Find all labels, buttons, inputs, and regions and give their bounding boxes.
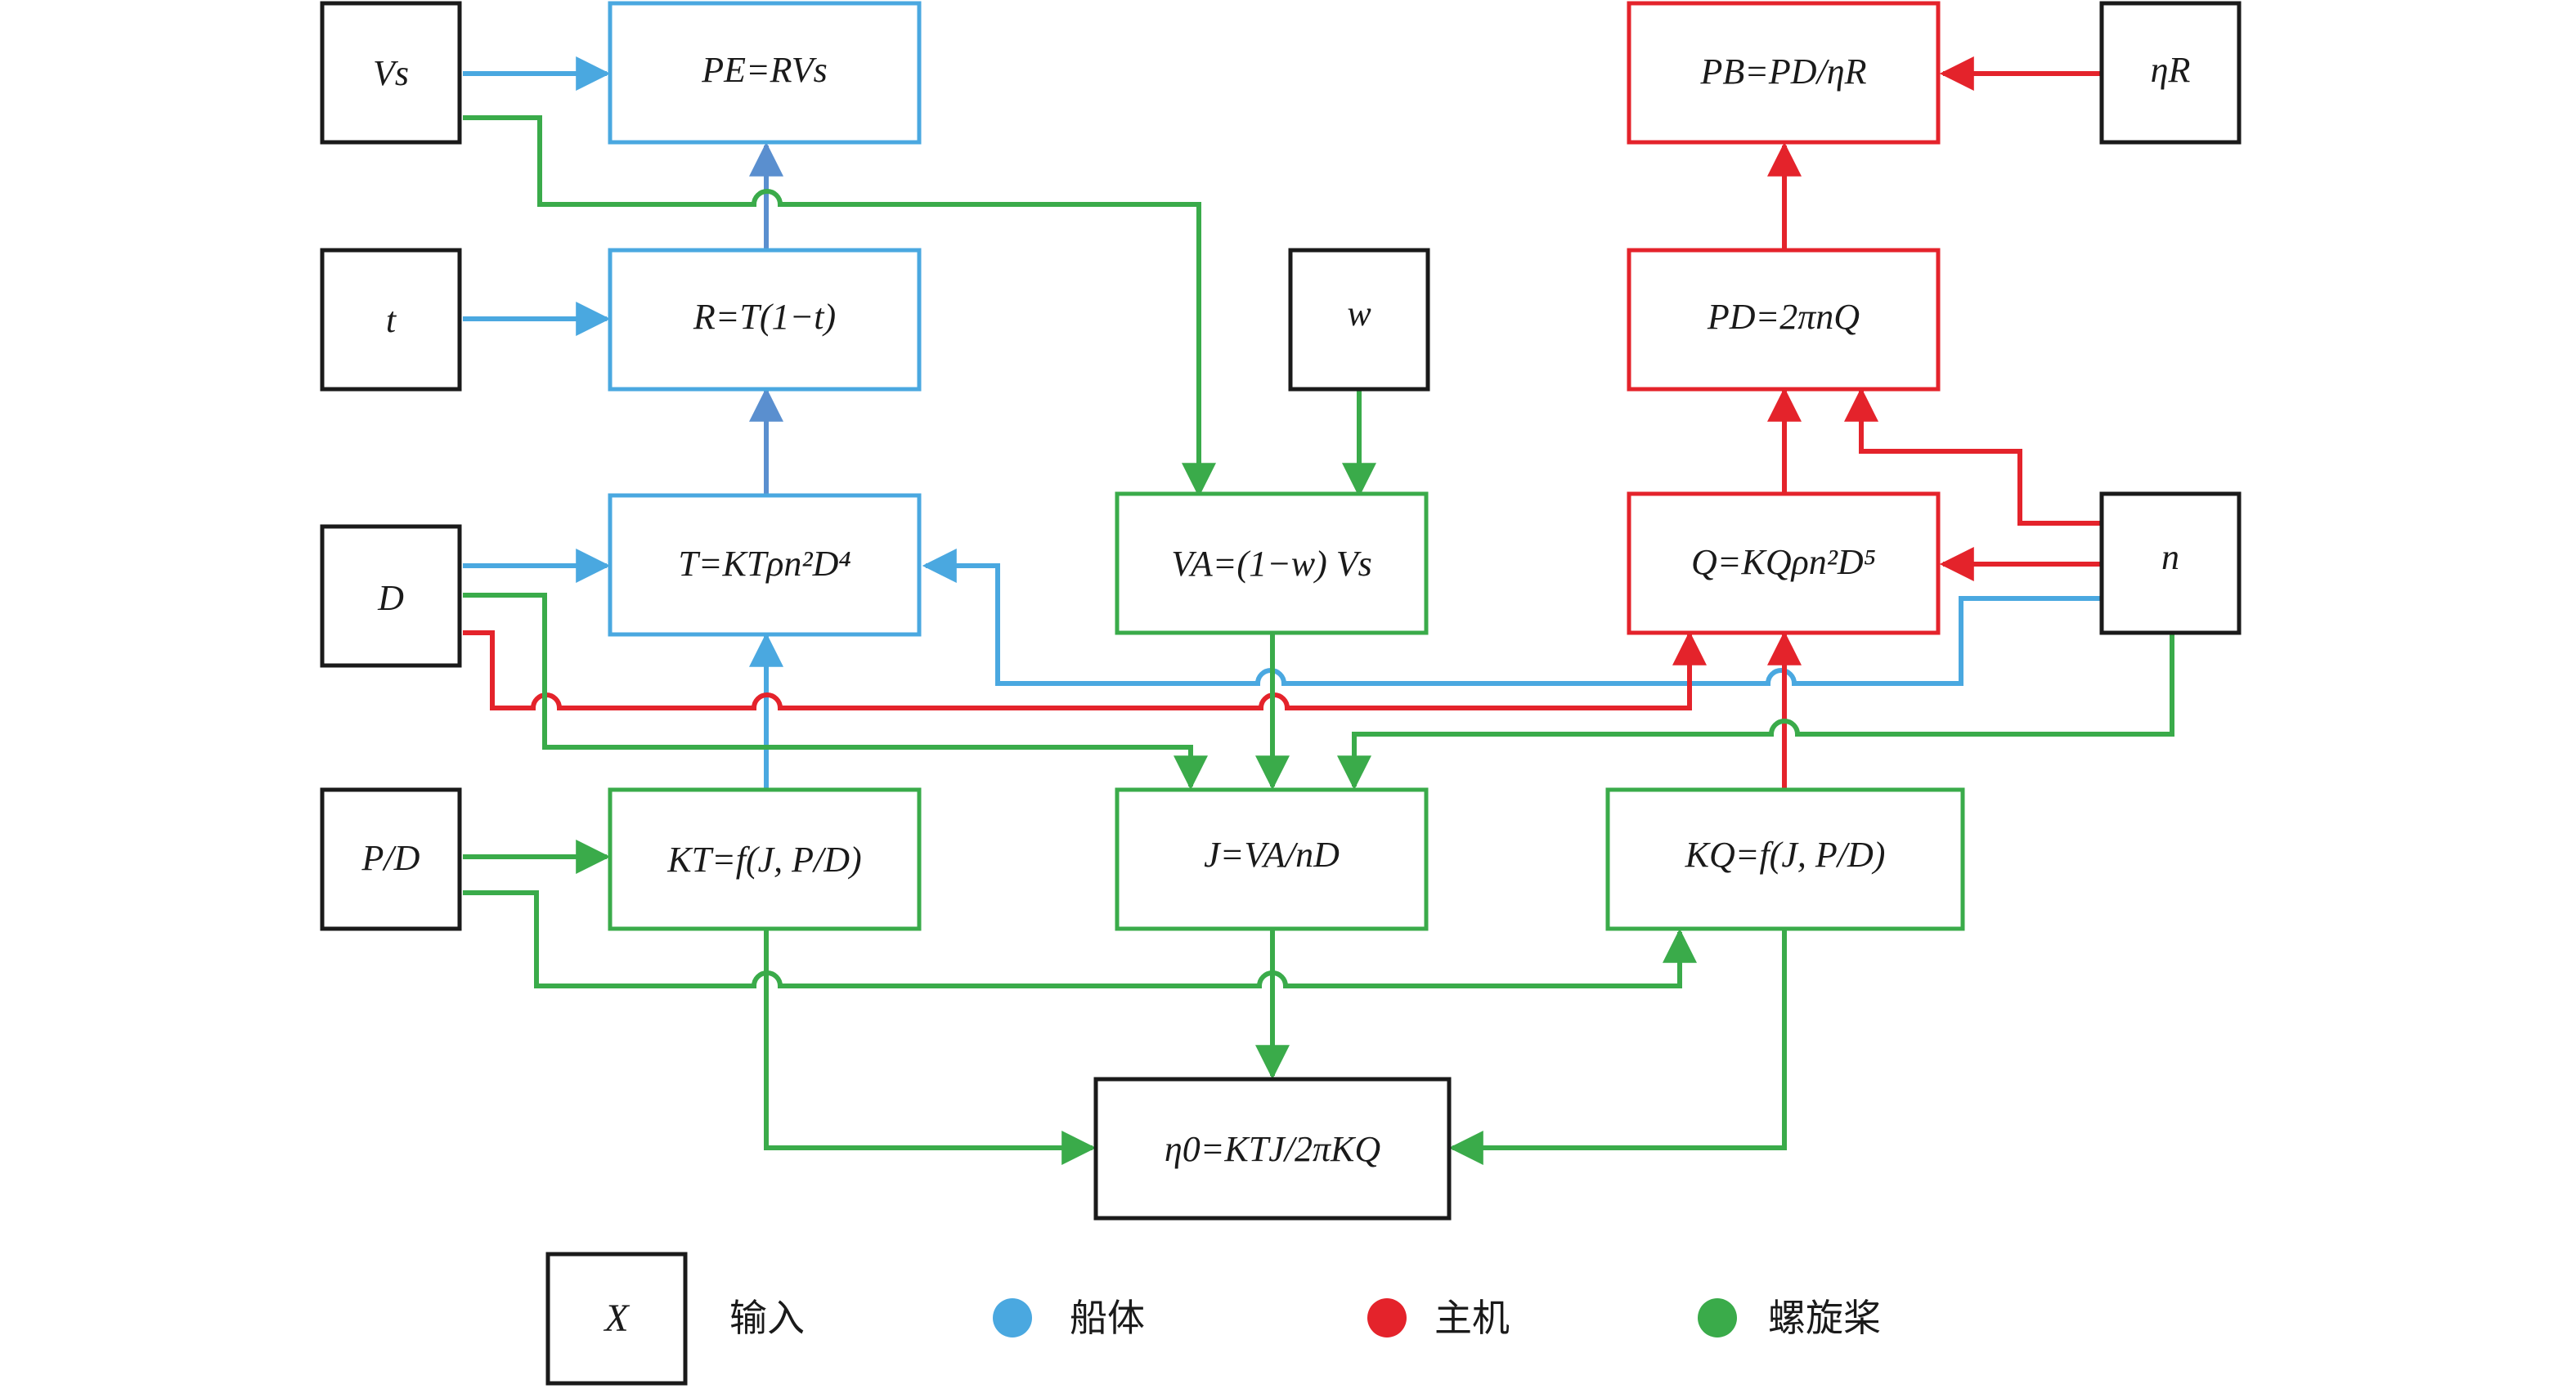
input-box-etar [2099,1,2242,145]
connector-n-to-pd [1844,387,2102,526]
hull-box-pe [608,1,922,145]
label-r: R=T(1−t) [693,297,836,337]
legend-hull-dot [993,1298,1032,1337]
prop-box-kq [1605,787,1965,931]
input-box-n [2099,491,2242,635]
label-eta0: η0=KTJ/2πKQ [1165,1129,1380,1169]
connector-d-to-j [463,593,1208,791]
input-box-vs [320,1,462,145]
legend-input-label: 输入 [729,1296,805,1340]
hull-box-thrust [608,493,922,637]
label-pd: P/D [361,838,420,878]
input-box-t [320,248,462,392]
label-pb: PB=PD/ηR [1699,52,1866,92]
input-box-w [1288,248,1430,392]
connector-kq-to-eta0 [1448,929,1787,1165]
connector-n-to-j [1337,634,2174,791]
legend-hull-label: 船体 [1070,1296,1145,1340]
result-box-eta0 [1093,1077,1452,1221]
connector-vs-to-va [463,115,1216,498]
prop-box-kt [608,787,922,931]
label-w: w [1347,293,1371,334]
label-pe: PE=RVs [701,50,828,90]
connector-n-to-thrust [922,549,2102,686]
label-q: Q=KQρn²D⁵ [1691,542,1876,582]
label-j: J=VA/nD [1204,835,1340,875]
label-vs: Vs [373,53,409,93]
engine-box-q [1627,491,1941,635]
legend-engine-label: 主机 [1434,1296,1510,1340]
legend-propeller-dot [1698,1298,1737,1337]
label-kt: KT=f(J, P/D) [666,840,861,880]
legend-input-symbol: X [603,1297,630,1340]
legend-input-box [545,1252,688,1386]
legend: X 输入 船体 主机 螺旋桨 [545,1252,1881,1386]
label-thrust: T=KTρn²D⁴ [678,544,850,584]
label-n: n [2161,537,2179,577]
label-t: t [386,300,397,340]
legend-engine-dot [1367,1298,1407,1337]
prop-box-va [1115,491,1429,635]
label-pdd: PD=2πnQ [1707,297,1860,337]
input-box-d [320,524,462,668]
prop-box-j [1115,787,1429,931]
label-va: VA=(1−w) Vs [1171,544,1372,584]
label-d: D [377,578,404,618]
hull-box-r [608,248,922,392]
connector-d-to-q [463,630,1707,710]
label-etar: ηR [2151,50,2191,90]
input-box-pd [320,787,462,931]
legend-propeller-label: 螺旋桨 [1768,1296,1881,1340]
connector-kt-to-eta0 [764,929,1097,1165]
label-kq: KQ=f(J, P/D) [1685,835,1886,875]
engine-box-pd [1627,248,1941,392]
connector-pd-to-kq [463,890,1697,988]
engine-box-pb [1627,1,1941,145]
